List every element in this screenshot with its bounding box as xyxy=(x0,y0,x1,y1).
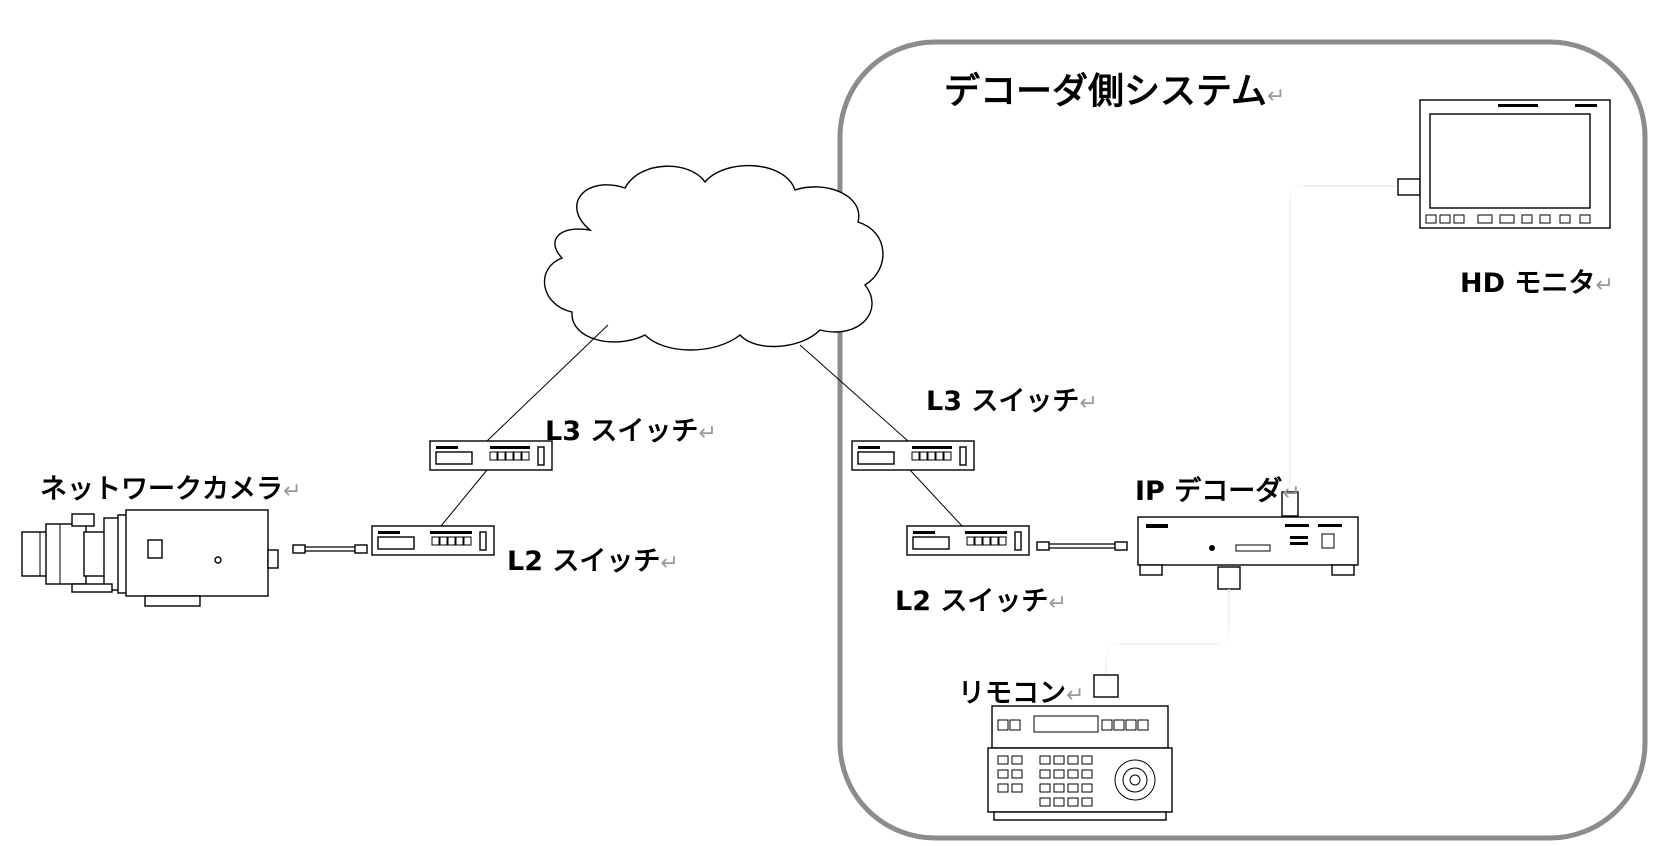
l3-switch-left-label: L3 スイッチ↵ xyxy=(545,416,717,447)
remote-controller-icon xyxy=(987,705,1173,821)
monitor-cable xyxy=(1281,178,1421,517)
network-camera-icon xyxy=(21,509,279,607)
system-title: デコーダ側システム↵ xyxy=(944,70,1285,112)
remote-label: リモコン↵ xyxy=(958,678,1084,709)
remote-cable xyxy=(1093,566,1241,698)
hd-monitor-icon xyxy=(1419,99,1611,229)
ip-decoder-label: IP デコーダ↵ xyxy=(1135,475,1301,507)
l3-switch-icon xyxy=(851,440,975,471)
l2-switch-icon xyxy=(371,525,495,556)
ethernet-cable-left xyxy=(292,544,368,554)
ip-decoder-icon xyxy=(1137,516,1359,576)
hd-monitor-label: HD モニタ↵ xyxy=(1460,268,1614,299)
network-links xyxy=(440,324,963,527)
network-camera-label: ネットワークカメラ↵ xyxy=(40,474,301,505)
ethernet-cable-right xyxy=(1036,541,1128,551)
l2-switch-left-label: L2 スイッチ↵ xyxy=(507,546,679,577)
decoder-system-boundary xyxy=(837,39,1648,841)
l2-switch-right-label: L2 スイッチ↵ xyxy=(895,586,1067,617)
cloud-icon xyxy=(543,164,884,351)
l3-switch-right-label: L3 スイッチ↵ xyxy=(926,386,1098,417)
l3-switch-icon xyxy=(429,440,553,471)
l2-switch-icon xyxy=(906,525,1030,556)
